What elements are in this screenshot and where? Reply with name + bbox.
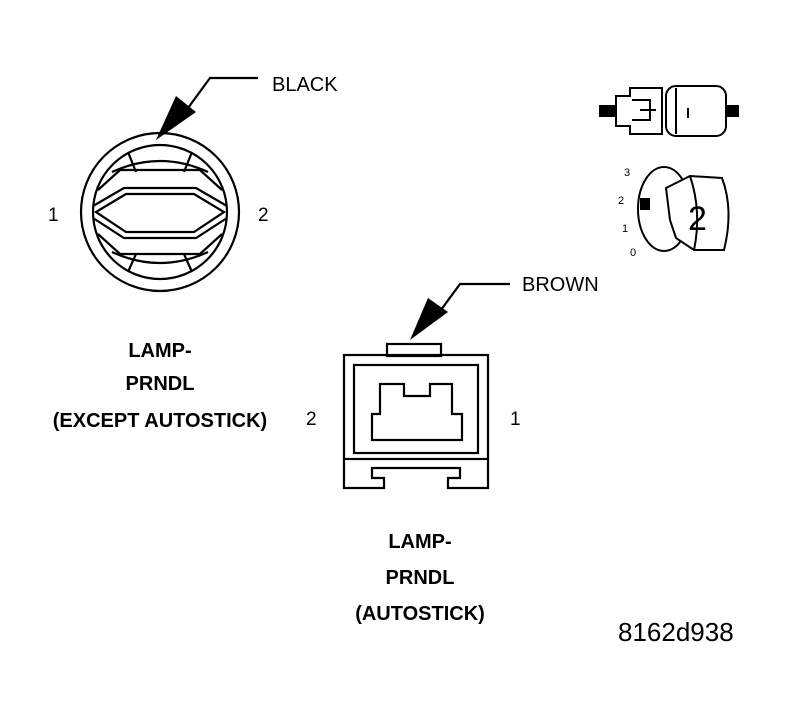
connector-b-caption-line2: PRNDL	[386, 567, 455, 589]
connector-b-feet	[342, 459, 490, 490]
key-scale-2: 2	[618, 195, 624, 207]
connector-b-pin-1: 1	[510, 409, 521, 430]
connector-a-bottom-band	[97, 233, 223, 256]
connector-a-arrowhead	[156, 96, 196, 140]
connector-b-terminal-cavity	[370, 382, 464, 442]
connector-a	[79, 131, 241, 293]
connector-plug-icon	[599, 85, 739, 137]
connector-b	[342, 342, 490, 490]
key-number: 2	[688, 200, 707, 238]
connector-b-pin-2: 2	[306, 409, 317, 430]
connector-a-inner-ring	[91, 143, 229, 281]
connector-a-caption-line3: (EXCEPT AUTOSTICK)	[53, 410, 267, 432]
connector-b-inner-frame	[352, 363, 480, 455]
connector-a-pin-1: 1	[48, 205, 59, 226]
key-scale-1: 1	[622, 223, 628, 235]
connector-b-leader	[410, 282, 510, 340]
connector-b-caption-line1: LAMP-	[388, 531, 451, 553]
key-position-icon	[637, 166, 730, 252]
connector-a-wire-color: BLACK	[272, 74, 338, 96]
key-scale-0: 0	[630, 247, 636, 259]
connector-b-caption-line3: (AUTOSTICK)	[355, 603, 485, 625]
connector-a-caption-line1: LAMP-	[128, 340, 191, 362]
figure-code: 8162d938	[618, 617, 734, 647]
connector-b-wire-color: BROWN	[522, 274, 599, 296]
connector-a-center-contact	[93, 192, 227, 234]
connector-a-top-band	[111, 159, 209, 174]
connector-b-arrowhead	[410, 298, 448, 340]
connector-b-housing	[342, 353, 490, 461]
connector-a-pin-2: 2	[258, 205, 269, 226]
connector-a-caption-line2: PRNDL	[126, 373, 195, 395]
connector-a-leader	[156, 76, 258, 140]
connector-a-outer-ring	[79, 131, 241, 293]
key-scale-3: 3	[624, 167, 630, 179]
